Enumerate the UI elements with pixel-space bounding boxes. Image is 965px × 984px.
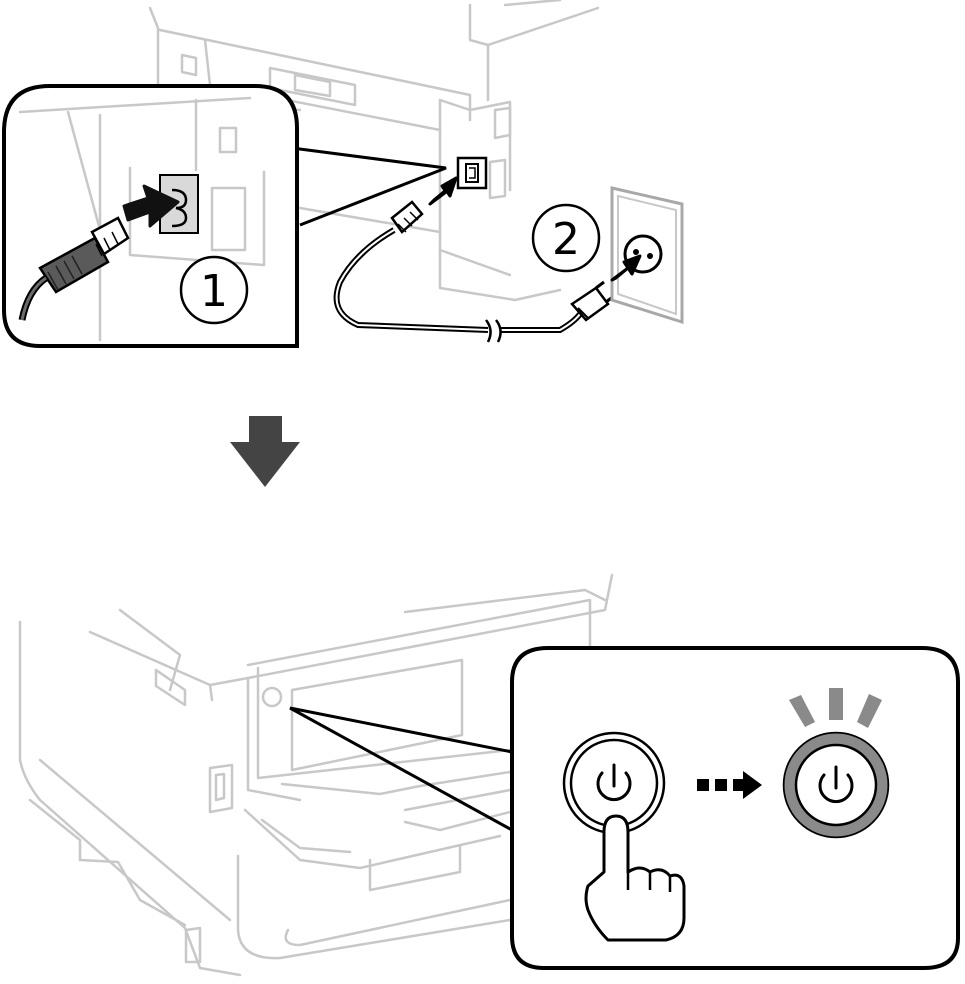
step-2-group: 2 [531,203,601,273]
power-icon [596,763,632,802]
power-inlet-icon [456,156,488,190]
finger-press-icon [584,814,686,942]
printer-rear-illustration [148,0,600,302]
power-button-off [562,731,666,835]
light-on-indicator-icon [789,688,882,728]
step-2-marker [531,203,601,273]
step-2-number: 2 [552,214,580,265]
step-1-number: 1 [200,266,228,317]
transition-arrow-icon [697,771,762,799]
step-1-marker [179,255,249,325]
arrow-to-inlet-icon [428,176,458,206]
power-button-zoom-inset [510,646,960,970]
arrow-to-outlet-icon [610,254,642,282]
inlet-zoom-inset: 1 [2,84,299,348]
power-icon [818,765,854,804]
next-step-arrow-icon [230,416,300,487]
power-button-callout-lines [289,706,513,832]
power-button-lit [782,731,890,839]
wall-outlet-icon [610,186,684,325]
printer-front-illustration [18,573,614,977]
zoom-callout-lines [291,146,447,227]
power-cord [333,176,615,343]
insert-arrow-icon [122,184,180,228]
power-cord-connector-icon [18,216,130,321]
